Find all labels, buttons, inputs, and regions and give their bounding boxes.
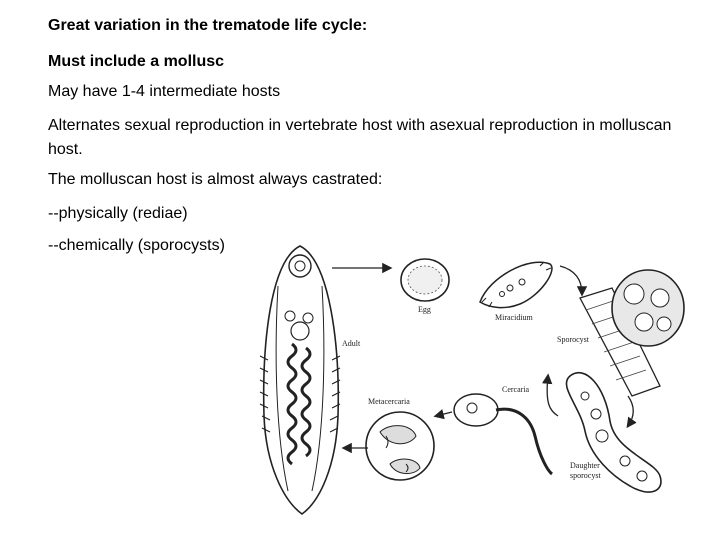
cercaria-illustration (453, 393, 554, 476)
miracidium-illustration (479, 261, 553, 309)
label-miracidium: Miracidium (495, 313, 534, 322)
metacercaria-illustration (365, 411, 435, 481)
bullet-must-include-mollusc: Must include a mollusc (48, 53, 225, 70)
label-metacercaria: Metacercaria (368, 397, 410, 406)
label-sporocyst: Sporocyst (557, 335, 590, 344)
bullet-physically-rediae: --physically (rediae) (48, 205, 188, 222)
sporocyst-illustration (579, 269, 685, 397)
bullet-intermediate-hosts: May have 1-4 intermediate hosts (48, 83, 281, 100)
label-egg: Egg (418, 305, 431, 314)
label-adult: Adult (342, 339, 361, 348)
arrow-miracidium-to-sporocyst (559, 265, 588, 297)
slide-title: Great variation in the trematode life cy… (48, 17, 368, 34)
bullet-chemically-sporocysts: --chemically (sporocysts) (48, 237, 225, 254)
arrow-cercaria-to-metacercaria (433, 409, 453, 420)
bullet-alternates-reproduction: Alternates sexual reproduction in verteb… (48, 117, 672, 158)
label-daughter-sporocyst-line1: Daughter (570, 461, 600, 470)
bullet-molluscan-host-castrated: The molluscan host is almost always cast… (48, 171, 383, 188)
trematode-life-cycle-diagram: Adult Egg Miracidium Sporocyst (259, 245, 685, 515)
daughter-sporocyst-illustration (565, 371, 662, 493)
label-cercaria: Cercaria (502, 385, 530, 394)
label-daughter-sporocyst-line2: sporocyst (570, 471, 601, 480)
arrow-sporocyst-to-daughter (626, 395, 637, 429)
egg-illustration (400, 258, 450, 302)
adult-fluke-illustration (259, 245, 341, 515)
arrow-daughter-to-cercaria (542, 373, 559, 417)
